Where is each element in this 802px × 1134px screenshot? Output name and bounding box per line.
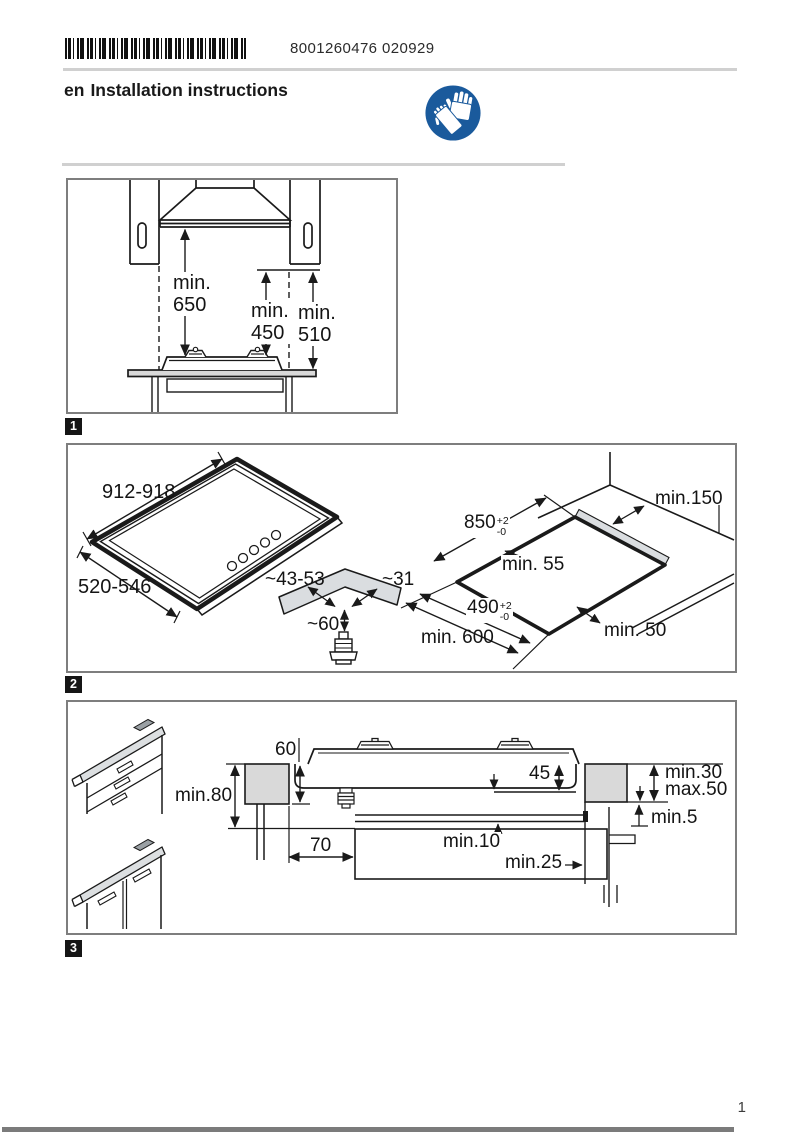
fixing-screw: [329, 631, 358, 665]
dim-850-tol: 850+2-0: [463, 512, 510, 539]
dim-max-50: max.50: [665, 779, 728, 800]
dim-912-918: 912-918: [102, 481, 176, 503]
section-divider: [62, 163, 565, 166]
header-divider: [63, 68, 737, 71]
dim-min-5: min.5: [651, 807, 698, 828]
dim-520-546: 520-546: [78, 576, 152, 598]
dim-min-55: min. 55: [501, 554, 566, 576]
drawer-cabinet-sketch: [71, 718, 166, 814]
door-cabinet-sketch: [71, 838, 166, 929]
wear-protective-gloves-icon: [424, 84, 482, 142]
figure3-drawing: [71, 718, 723, 929]
figure-1-badge: 1: [65, 418, 82, 435]
figure-2-dimensions-cutout: 912-918 520-546 ~43-53 ~31 ~60 850+2-0 m…: [66, 443, 737, 673]
arrow-side-distance: [576, 606, 601, 624]
worktop: [127, 369, 317, 378]
hob-profile: [161, 356, 283, 371]
dim-70: 70: [310, 835, 332, 856]
worktop-section-left: [244, 763, 290, 805]
gas-pipe: [256, 804, 265, 860]
cabinet-handle: [303, 222, 313, 249]
dim-490-tol: 490+2-0: [466, 597, 513, 624]
gas-connection: [337, 787, 355, 809]
figure-2-badge: 2: [65, 676, 82, 693]
dim-min-50: min. 50: [604, 620, 667, 641]
figure-1-hood-clearances: min. 650 min. 450 min. 510: [66, 178, 398, 414]
figure-3-badge: 3: [65, 940, 82, 957]
dim-min-25: min.25: [504, 852, 564, 874]
document-code: 8001260476 020929: [290, 40, 435, 57]
title-text: Installation instructions: [90, 80, 288, 100]
arrow-depth: [79, 551, 178, 618]
dim-min-510: min. 510: [297, 302, 337, 346]
rear-panel: [584, 802, 610, 907]
dim-min-10: min.10: [442, 831, 502, 853]
cabinet-handle: [137, 222, 147, 249]
worktop-legs: [151, 376, 293, 412]
dim-45: 45: [528, 763, 552, 785]
oven-compartment: [354, 828, 608, 880]
barcode: [65, 38, 246, 59]
figure-3-installation-section: 60 min.80 70 45 min.30 max.50 min.5 min.…: [66, 700, 737, 935]
wall-corner: [537, 452, 735, 541]
footer-bar: [2, 1127, 734, 1132]
arrow-width: [86, 458, 223, 540]
projection-dashed-lines: [158, 266, 290, 370]
language-code: en: [64, 80, 85, 100]
worktop-edge: [631, 573, 735, 635]
hob-body: [166, 378, 284, 393]
hob-rim-profile: [307, 748, 580, 765]
burner-section: [355, 737, 535, 750]
dim-43-53: ~43-53: [265, 569, 325, 590]
worktop-section-right: [584, 763, 628, 803]
dim-min-600: min. 600: [421, 627, 494, 648]
hood-chimney: [195, 180, 255, 188]
dim-min-150: min.150: [655, 488, 723, 509]
worktop-corner-profile: [278, 568, 402, 615]
right-wall-cabinet: [289, 180, 321, 265]
dim-60: 60: [275, 739, 297, 760]
hood-canopy: [157, 187, 293, 221]
figure1-drawing: [127, 180, 321, 412]
control-knobs: [226, 529, 282, 572]
arrow-worktop-depth: [405, 602, 519, 654]
dim-min-30: min.30: [665, 762, 723, 783]
dim-31: ~31: [382, 569, 415, 590]
arrow-wall-distance: [612, 505, 645, 525]
dim-60-screw: ~60: [307, 614, 340, 635]
dim-min-80: min.80: [175, 785, 233, 806]
dim-min-650: min. 650: [172, 272, 212, 316]
intermediate-shelf: [355, 814, 584, 823]
left-wall-cabinet: [129, 180, 160, 265]
page-number: 1: [737, 1099, 746, 1116]
dim-min-450: min. 450: [250, 300, 290, 344]
